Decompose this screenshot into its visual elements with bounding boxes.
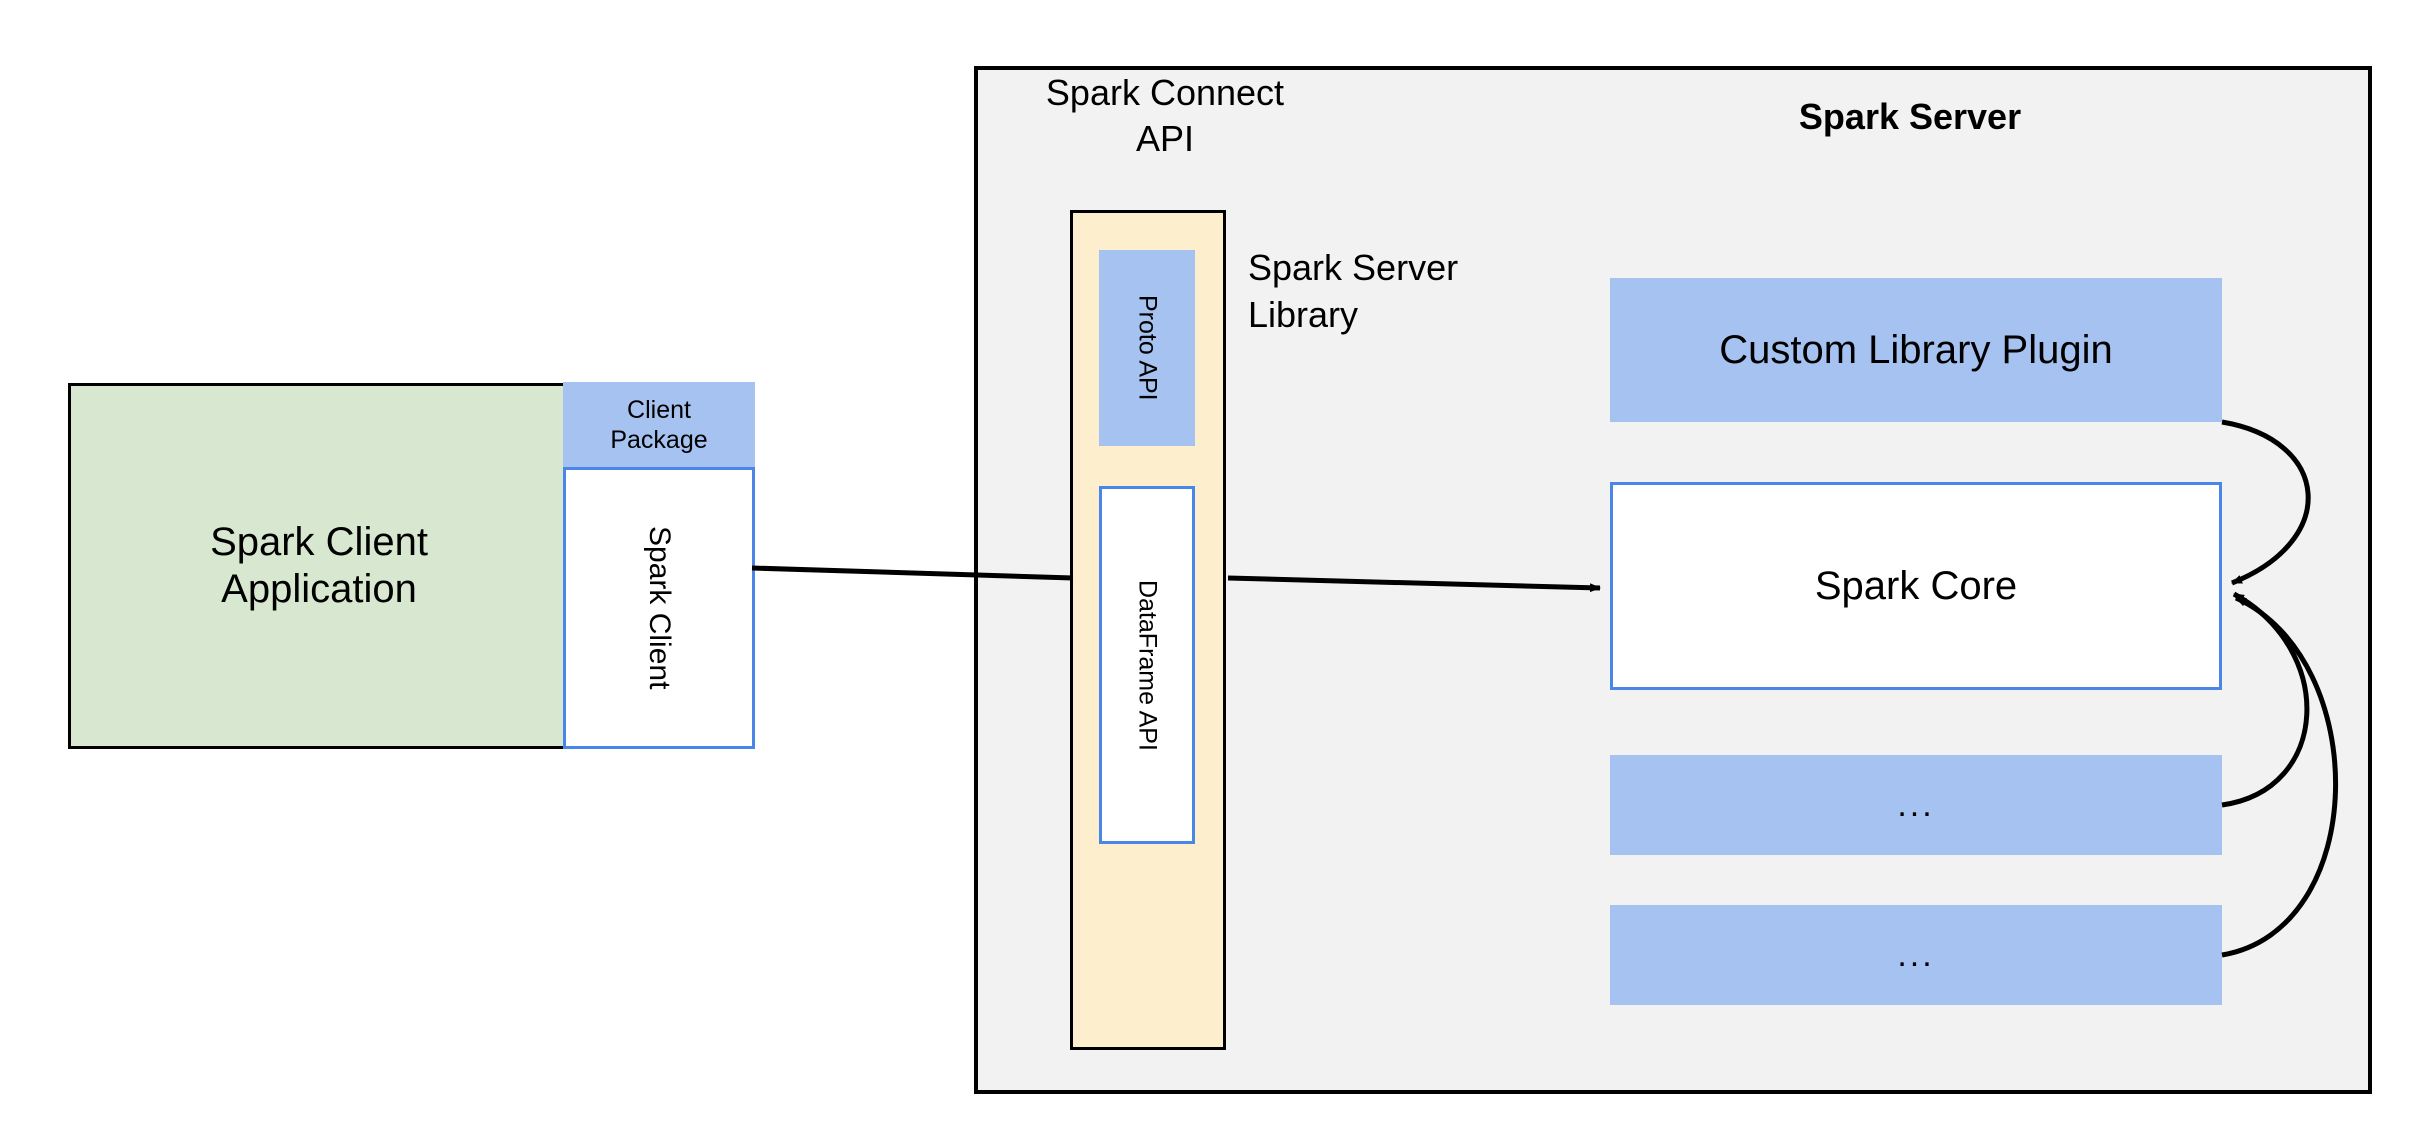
proto-api-box[interactable]: Proto API — [1099, 250, 1195, 446]
custom-library-plugin-label: Custom Library Plugin — [1719, 327, 2113, 372]
proto-api-label: Proto API — [1133, 295, 1162, 401]
custom-library-plugin-box[interactable]: Custom Library Plugin — [1610, 278, 2222, 422]
spark-client-label: Spark Client — [643, 526, 676, 690]
placeholder-label-2: ... — [1897, 935, 1935, 974]
spark-core-box[interactable]: Spark Core — [1610, 482, 2222, 690]
placeholder-box-2[interactable]: ... — [1610, 905, 2222, 1005]
spark-client-box[interactable]: Spark Client — [563, 467, 755, 749]
spark-server-title: Spark Server — [1798, 96, 2022, 137]
dataframe-api-label: DataFrame API — [1133, 579, 1162, 751]
spark-core-label: Spark Core — [1814, 563, 2018, 608]
dataframe-api-box[interactable]: DataFrame API — [1099, 486, 1195, 844]
placeholder-box-1[interactable]: ... — [1610, 755, 2222, 855]
placeholder-label-1: ... — [1897, 785, 1935, 824]
